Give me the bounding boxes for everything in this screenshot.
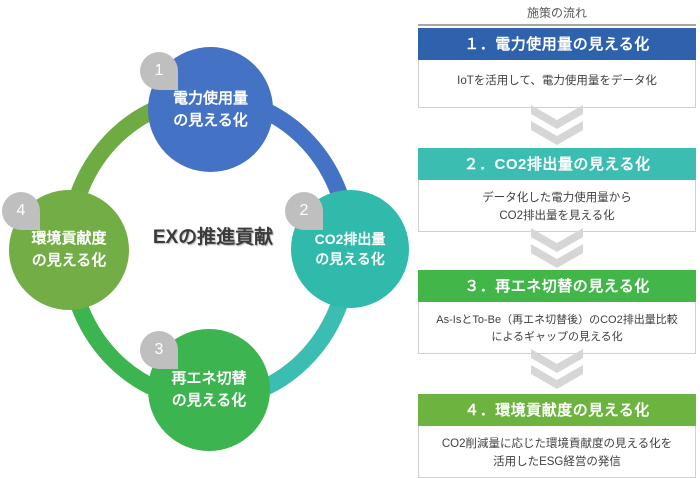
flow-step-1-body-line1: IoTを活用して、電力使用量をデータ化: [457, 75, 657, 87]
double-chevron-down-icon: [531, 105, 583, 145]
cycle-node-1-line1: 電力使用量: [172, 89, 248, 107]
cycle-node-2-badge: 2: [285, 192, 323, 230]
cycle-node-3-line2: の見える化: [171, 392, 247, 409]
flow-step-3-header: ３．再エネ切替の見える化: [418, 270, 696, 302]
flow-step-2-body-line2: CO2排出量を見える化: [499, 209, 615, 222]
flow-arrow-1-to-2: [531, 105, 583, 145]
cycle-node-1-line2: の見える化: [173, 111, 248, 129]
flow-step-2[interactable]: ２．CO2排出量の見える化 データ化した電力使用量から CO2排出量を見える化: [418, 148, 696, 232]
flow-step-4-header: ４．環境貢献度の見える化: [418, 394, 696, 426]
cycle-node-3-line1: 再エネ切替: [171, 370, 247, 388]
flow-panel: 施策の流れ １．電力使用量の見える化 IoTを活用して、電力使用量をデータ化 ２…: [418, 0, 696, 478]
cycle-center-label: EXの推進貢献: [152, 227, 274, 248]
flow-step-4-body-line2: 活用したESG経営の発信: [493, 455, 621, 468]
flow-panel-divider: [418, 24, 696, 26]
flow-step-1-body: IoTを活用して、電力使用量をデータ化: [418, 60, 696, 108]
cycle-node-4-badge: 4: [2, 192, 40, 230]
flow-step-2-body-line1: データ化した電力使用量から: [482, 192, 632, 204]
flow-step-3-body-line1: As-IsとTo-Be（再エネ切替後）のCO2排出量比較: [436, 314, 678, 326]
flow-step-2-header: ２．CO2排出量の見える化: [418, 148, 696, 180]
flow-arrow-3-to-4: [531, 349, 583, 389]
cycle-node-2-line1: CO2排出量: [314, 230, 386, 247]
cycle-node-2-line2: の見える化: [315, 251, 385, 267]
flow-step-3-body: As-IsとTo-Be（再エネ切替後）のCO2排出量比較 によるギャップの見える…: [418, 302, 696, 354]
flow-step-3[interactable]: ３．再エネ切替の見える化 As-IsとTo-Be（再エネ切替後）のCO2排出量比…: [418, 270, 696, 354]
flow-step-4[interactable]: ４．環境貢献度の見える化 CO2削減量に応じた環境貢献度の見える化を 活用したE…: [418, 394, 696, 478]
flow-step-2-body: データ化した電力使用量から CO2排出量を見える化: [418, 180, 696, 232]
cycle-node-4-line2: の見える化: [31, 252, 107, 269]
flow-panel-title: 施策の流れ: [526, 6, 587, 20]
flow-step-4-body-line1: CO2削減量に応じた環境貢献度の見える化を: [441, 438, 673, 450]
flow-step-3-body-line2: によるギャップの見える化: [491, 331, 623, 344]
flow-arrow-2-to-3: [531, 228, 583, 268]
flow-step-1-header: １．電力使用量の見える化: [418, 28, 696, 60]
double-chevron-down-icon: [531, 228, 583, 268]
cycle-node-2[interactable]: CO2排出量 の見える化: [291, 190, 409, 308]
cycle-node-4-line1: 環境貢献度: [31, 230, 107, 248]
cycle-node-3-badge: 3: [140, 331, 178, 369]
flow-step-4-body: CO2削減量に応じた環境貢献度の見える化を 活用したESG経営の発信: [418, 426, 696, 478]
double-chevron-down-icon: [531, 349, 583, 389]
cycle-diagram: 電力使用量 の見える化 1 CO2排出量 の見える化 2 再エネ切替 の見える化…: [2, 47, 409, 451]
flow-step-1[interactable]: １．電力使用量の見える化 IoTを活用して、電力使用量をデータ化: [418, 28, 696, 108]
cycle-node-1-badge: 1: [140, 52, 178, 90]
